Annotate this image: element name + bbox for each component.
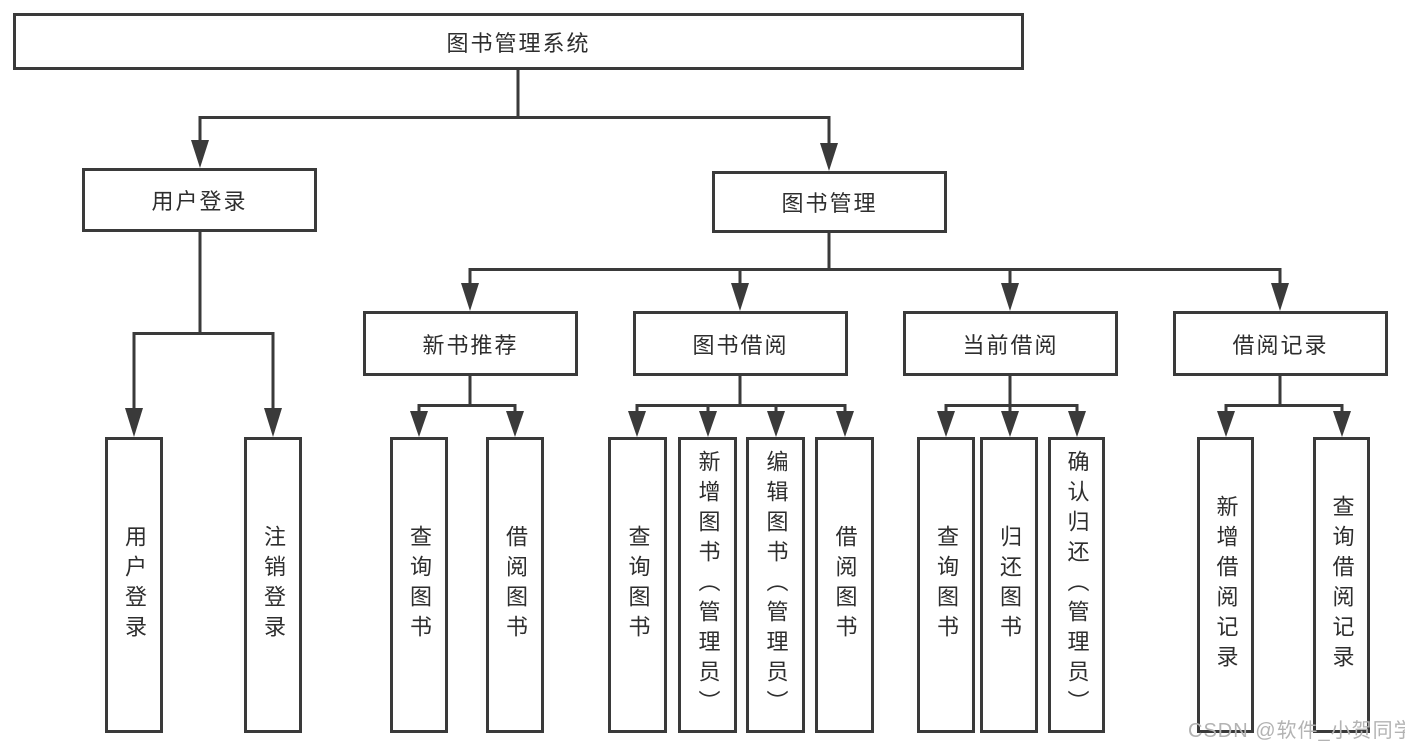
leaf-query-borrowing-record: 查询借阅记录	[1313, 437, 1370, 733]
leaf-return-books: 归还图书	[980, 437, 1038, 733]
node-current-borrowing: 当前借阅	[903, 311, 1118, 376]
node-label: 图书管理	[781, 191, 878, 216]
leaf-label: 查询借阅记录	[1329, 495, 1355, 675]
leaf-label: 编辑图书（管理员）	[763, 450, 789, 720]
leaf-label: 查询图书	[625, 525, 651, 645]
leaf-user-login: 用户登录	[105, 437, 163, 733]
node-user-login: 用户登录	[82, 168, 317, 232]
leaf-label: 归还图书	[997, 525, 1022, 645]
leaf-query-books-under-recommendation: 查询图书	[390, 437, 448, 733]
leaf-label: 借阅图书	[503, 525, 528, 645]
leaf-query-books-under-current: 查询图书	[917, 437, 975, 733]
node-new-book-recommendation: 新书推荐	[363, 311, 578, 376]
node-label: 用户登录	[151, 189, 248, 214]
leaf-label: 新增借阅记录	[1213, 495, 1239, 675]
leaf-add-books-admin: 新增图书（管理员）	[678, 437, 737, 733]
leaf-label: 新增图书（管理员）	[695, 450, 721, 720]
node-label: 图书借阅	[692, 332, 789, 358]
node-book-borrowing: 图书借阅	[633, 311, 848, 376]
leaf-label: 确认归还（管理员）	[1064, 450, 1090, 720]
node-library-management-system: 图书管理系统	[13, 13, 1024, 70]
csdn-watermark: CSDN @软件_小贺同学	[1188, 720, 1405, 742]
node-borrowing-records: 借阅记录	[1173, 311, 1388, 376]
leaf-query-books-under-borrowing: 查询图书	[608, 437, 667, 733]
leaf-label: 查询图书	[407, 525, 432, 645]
node-label: 借阅记录	[1232, 332, 1329, 358]
node-book-management: 图书管理	[712, 171, 947, 233]
leaf-borrow-books-under-recommendation: 借阅图书	[486, 437, 544, 733]
leaf-label: 注销登录	[261, 525, 286, 645]
leaf-label: 借阅图书	[832, 525, 858, 645]
leaf-logout-login: 注销登录	[244, 437, 302, 733]
leaf-edit-books-admin: 编辑图书（管理员）	[746, 437, 805, 733]
node-label: 新书推荐	[422, 332, 519, 358]
leaf-add-borrowing-record: 新增借阅记录	[1197, 437, 1254, 733]
leaf-label: 查询图书	[934, 525, 959, 645]
leaf-borrow-books-under-borrowing: 借阅图书	[815, 437, 874, 733]
node-label: 图书管理系统	[446, 30, 591, 56]
leaf-confirm-return-admin: 确认归还（管理员）	[1048, 437, 1105, 733]
node-label: 当前借阅	[962, 332, 1059, 358]
leaf-label: 用户登录	[122, 525, 147, 645]
